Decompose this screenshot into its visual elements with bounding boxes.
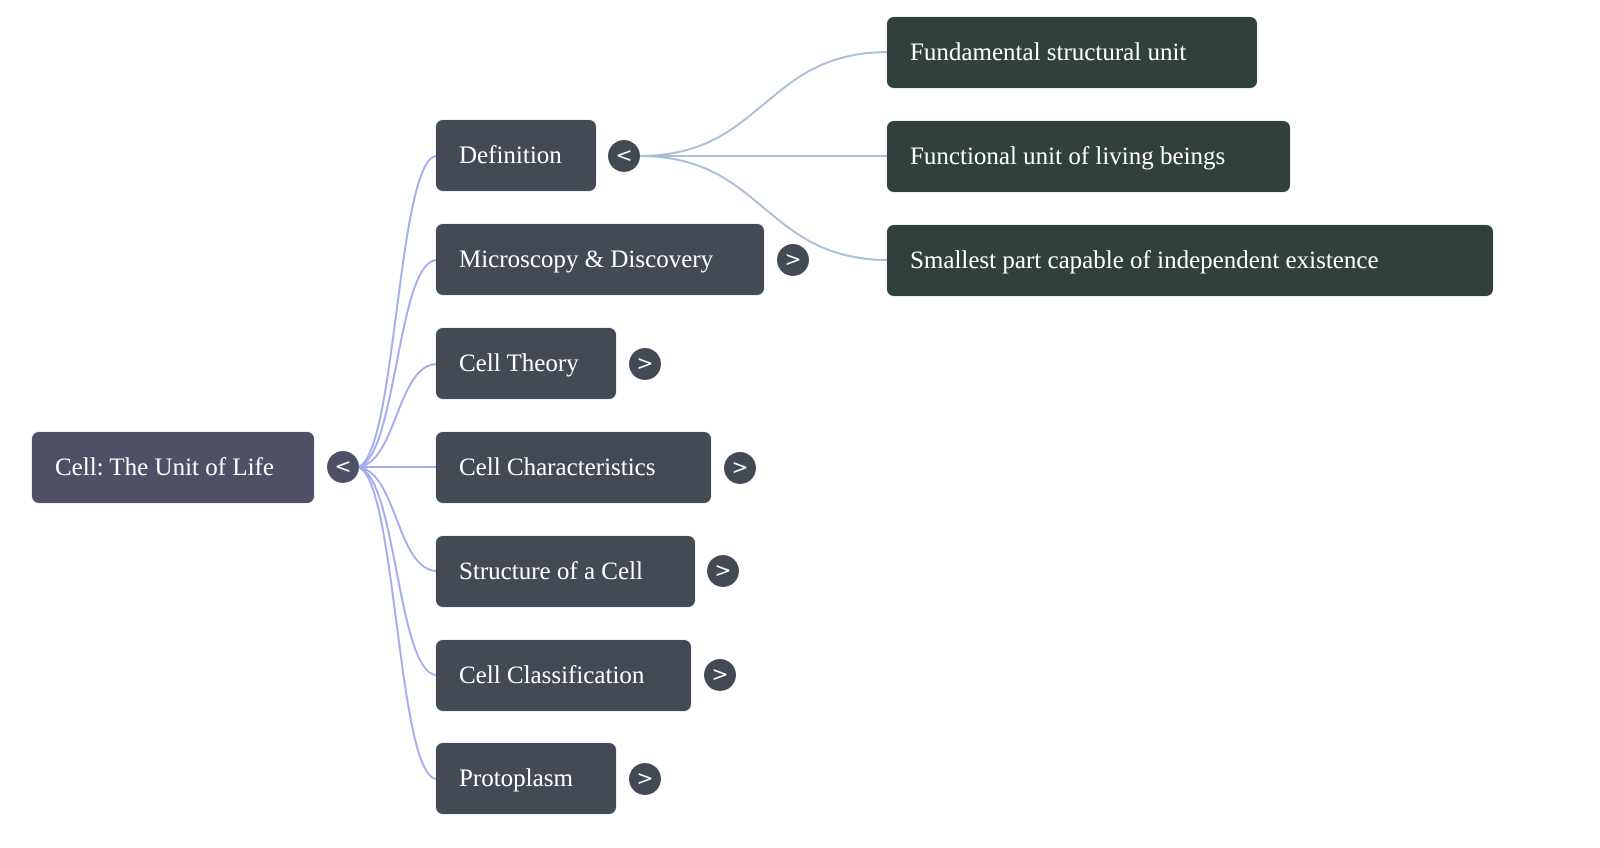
root-branch-link — [355, 466, 438, 780]
leaf-node[interactable]: Functional unit of living beings — [887, 121, 1290, 192]
root-branch-link — [355, 466, 438, 676]
structure-expand-toggle[interactable]: > — [707, 555, 739, 587]
classification-expand-toggle[interactable]: > — [704, 659, 736, 691]
branch-node-structure-of-a-cell[interactable]: Structure of a Cell — [436, 536, 695, 607]
branch-node-protoplasm[interactable]: Protoplasm — [436, 743, 616, 814]
branch-node-cell-classification[interactable]: Cell Classification — [436, 640, 691, 711]
cell-characteristics-expand-toggle[interactable]: > — [724, 452, 756, 484]
protoplasm-expand-toggle[interactable]: > — [629, 763, 661, 795]
branch-node-cell-theory[interactable]: Cell Theory — [436, 328, 616, 399]
cell-theory-expand-toggle[interactable]: > — [629, 348, 661, 380]
definition-leaf-link — [639, 155, 889, 261]
branch-label: Cell Characteristics — [459, 454, 656, 481]
branch-node-microscopy-discovery[interactable]: Microscopy & Discovery — [436, 224, 764, 295]
root-branch-link — [355, 259, 438, 468]
definition-leaf-link — [639, 51, 889, 157]
leaf-label: Smallest part capable of independent exi… — [910, 247, 1379, 274]
branch-label: Protoplasm — [459, 765, 573, 792]
leaf-label: Functional unit of living beings — [910, 143, 1226, 170]
branch-label: Cell Theory — [459, 350, 579, 377]
microscopy-expand-toggle[interactable]: > — [777, 244, 809, 276]
root-branch-link — [355, 363, 438, 468]
root-branch-link — [355, 155, 438, 468]
definition-collapse-toggle[interactable]: < — [608, 140, 640, 172]
branch-label: Structure of a Cell — [459, 558, 643, 585]
leaf-label: Fundamental structural unit — [910, 39, 1187, 66]
root-collapse-toggle[interactable]: < — [327, 451, 359, 483]
branch-label: Microscopy & Discovery — [459, 246, 714, 273]
branch-label: Definition — [459, 142, 562, 169]
root-node-label: Cell: The Unit of Life — [55, 454, 274, 481]
root-node[interactable]: Cell: The Unit of Life — [32, 432, 314, 503]
branch-node-cell-characteristics[interactable]: Cell Characteristics — [436, 432, 711, 503]
leaf-node[interactable]: Smallest part capable of independent exi… — [887, 225, 1493, 296]
branch-label: Cell Classification — [459, 662, 645, 689]
leaf-node[interactable]: Fundamental structural unit — [887, 17, 1257, 88]
root-branch-link — [355, 466, 438, 572]
branch-node-definition[interactable]: Definition — [436, 120, 596, 191]
